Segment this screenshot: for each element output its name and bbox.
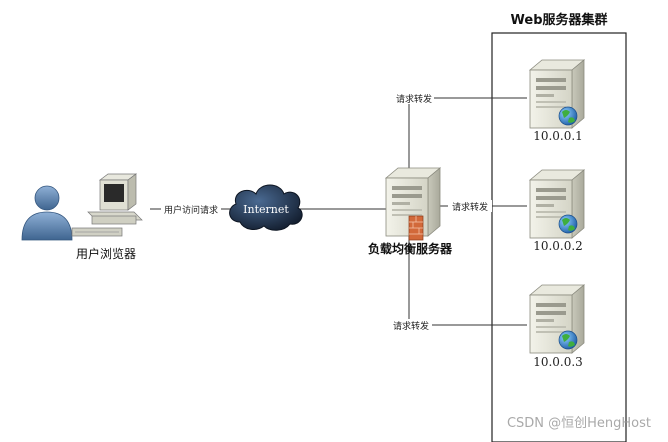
- server-2-ip: 10.0.0.2: [533, 239, 583, 253]
- edge-label-user-request: 用户访问请求: [164, 204, 218, 216]
- cluster-title: Web服务器集群: [511, 12, 608, 28]
- internet-label: Internet: [243, 203, 289, 216]
- user-label: 用户浏览器: [76, 246, 136, 261]
- globe-icon: [558, 214, 578, 234]
- computer-icon: [71, 173, 143, 237]
- firewall-icon: [408, 215, 424, 241]
- user-icon: [21, 185, 73, 241]
- cluster-frame: [491, 32, 627, 442]
- server-3-ip: 10.0.0.3: [533, 355, 583, 369]
- globe-icon: [558, 330, 578, 350]
- edge-label-forward-1: 请求转发: [396, 93, 432, 105]
- internet-cloud-icon: [229, 184, 303, 231]
- edge-label-forward-2: 请求转发: [452, 201, 488, 213]
- globe-icon: [558, 106, 578, 126]
- load-balancer-label: 负载均衡服务器: [368, 241, 453, 256]
- edge-label-forward-3: 请求转发: [393, 320, 429, 332]
- server-1-ip: 10.0.0.1: [533, 129, 583, 143]
- watermark: CSDN @恒创HengHost: [507, 416, 651, 431]
